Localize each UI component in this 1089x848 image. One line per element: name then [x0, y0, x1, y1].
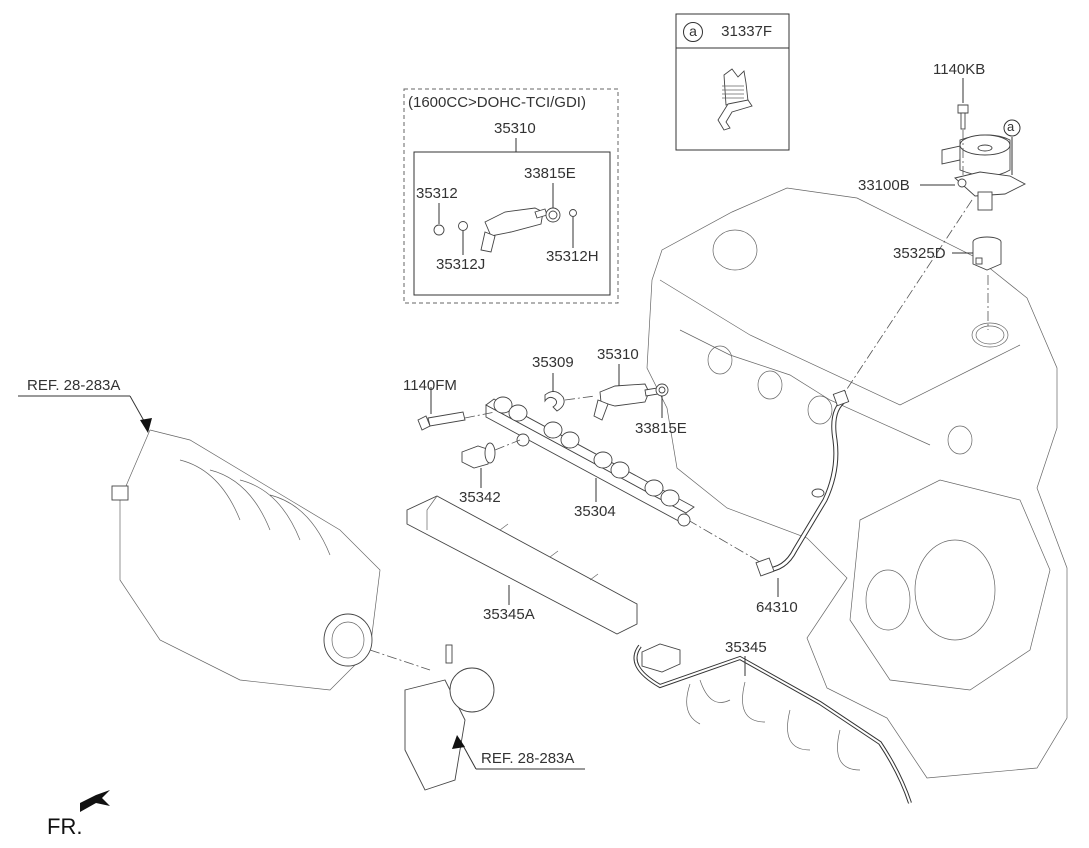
label-1140kb[interactable]: 1140KB [933, 61, 986, 78]
seal-35312h [569, 209, 577, 217]
label-kit-35310[interactable]: 35310 [494, 120, 536, 137]
washer-35312j [458, 221, 468, 231]
variant-title: (1600CC>DOHC-TCI/GDI) [408, 94, 586, 111]
label-64310[interactable]: 64310 [756, 599, 798, 616]
label-kit-33815e[interactable]: 33815E [524, 165, 576, 182]
label-31337f[interactable]: 31337F [721, 23, 773, 40]
label-marker-a: a [1007, 119, 1015, 134]
label-35310[interactable]: 35310 [597, 346, 639, 363]
injector-kit-injector [480, 207, 548, 253]
front-indicator: FR. [47, 814, 83, 839]
label-35342[interactable]: 35342 [459, 489, 501, 506]
injector-35310 [593, 383, 659, 421]
throttle-ref-link[interactable]: REF. 28-283A [481, 750, 575, 767]
fuel-line-64310 [755, 389, 850, 577]
pressure-sensor-35342 [461, 442, 496, 469]
label-35325d[interactable]: 35325D [893, 245, 946, 262]
clip-35309 [544, 391, 565, 412]
variant-box [403, 88, 619, 304]
label-35345a[interactable]: 35345A [483, 606, 535, 623]
callout-marker-a: a [683, 22, 703, 42]
washer-35312 [433, 224, 445, 236]
wiring-harness-35345 [633, 643, 912, 804]
fuel-rail-35304 [485, 396, 695, 527]
injector-kit-box [413, 151, 611, 296]
callout-box [675, 13, 790, 151]
label-35304[interactable]: 35304 [574, 503, 616, 520]
label-1140fm[interactable]: 1140FM [403, 377, 457, 394]
intake-manifold [111, 429, 381, 691]
label-33100b[interactable]: 33100B [858, 177, 910, 194]
bolt-1140fm [417, 411, 466, 431]
front-arrow [80, 790, 110, 812]
clip-31337f [717, 68, 753, 131]
label-35312j[interactable]: 35312J [436, 256, 486, 273]
label-35312h[interactable]: 35312H [546, 248, 599, 265]
marker-a-circle [1003, 119, 1021, 137]
throttle-body [404, 644, 495, 791]
label-35345[interactable]: 35345 [725, 639, 767, 656]
manifold-ref-link[interactable]: REF. 28-283A [27, 377, 121, 394]
bolt-1140kb [957, 104, 969, 130]
label-35309[interactable]: 35309 [532, 354, 574, 371]
high-pressure-fuel-pump [941, 134, 1026, 211]
rail-cover-35345a [406, 495, 638, 635]
tappet-35325d [972, 236, 1002, 271]
label-35312[interactable]: 35312 [416, 185, 458, 202]
engine-block [646, 187, 1068, 779]
callout-header: a 31337F [683, 22, 772, 42]
label-33815e[interactable]: 33815E [635, 420, 687, 437]
